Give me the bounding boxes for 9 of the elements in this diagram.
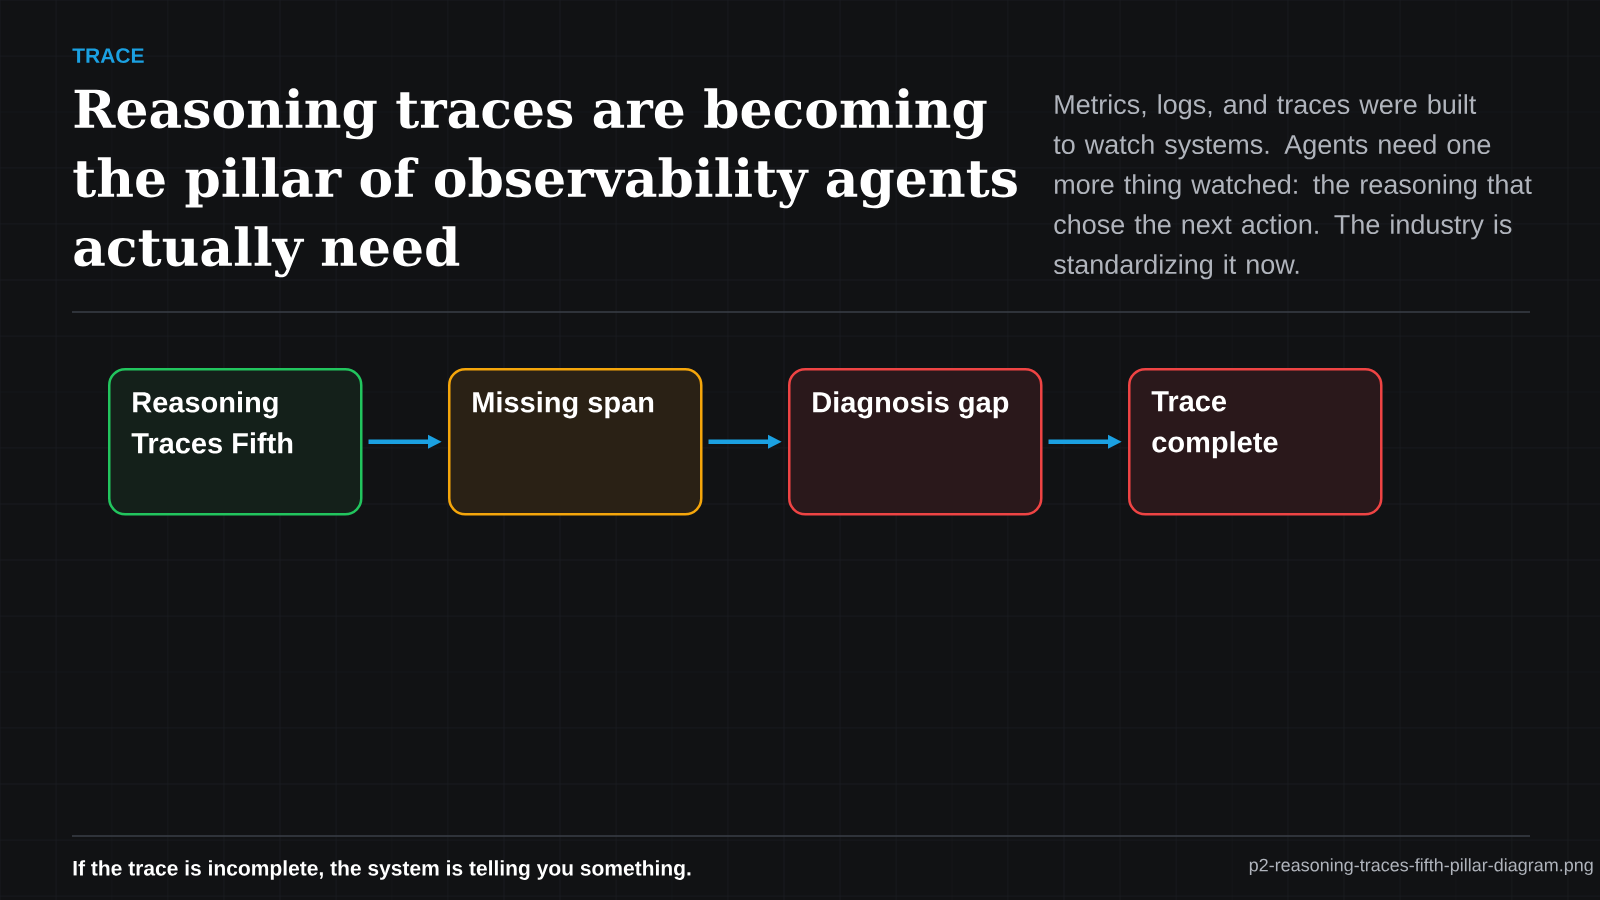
caption: If the trace is incomplete, the system is telling you something. [73, 860, 691, 880]
process-box: Diagnosis gap [788, 368, 1043, 516]
title: Reasoning traces are becoming the pillar of observability agents actually need [73, 88, 1017, 278]
process-box: Reasoning Traces Fifth [108, 368, 363, 516]
file-name-label: p2-reasoning-traces-fifth-pillar-diagram.png [1249, 858, 1593, 875]
description-paragraph: Metrics, logs, and traces were built to watch systems. Agents need one more thing watched: the reasoning that chose the next action. The industry is standardizing it now. [1053, 94, 1532, 280]
kicker-label: TRACE [72, 48, 144, 64]
process-box: Trace complete [1128, 368, 1383, 516]
process-box: Missing span [448, 368, 703, 516]
